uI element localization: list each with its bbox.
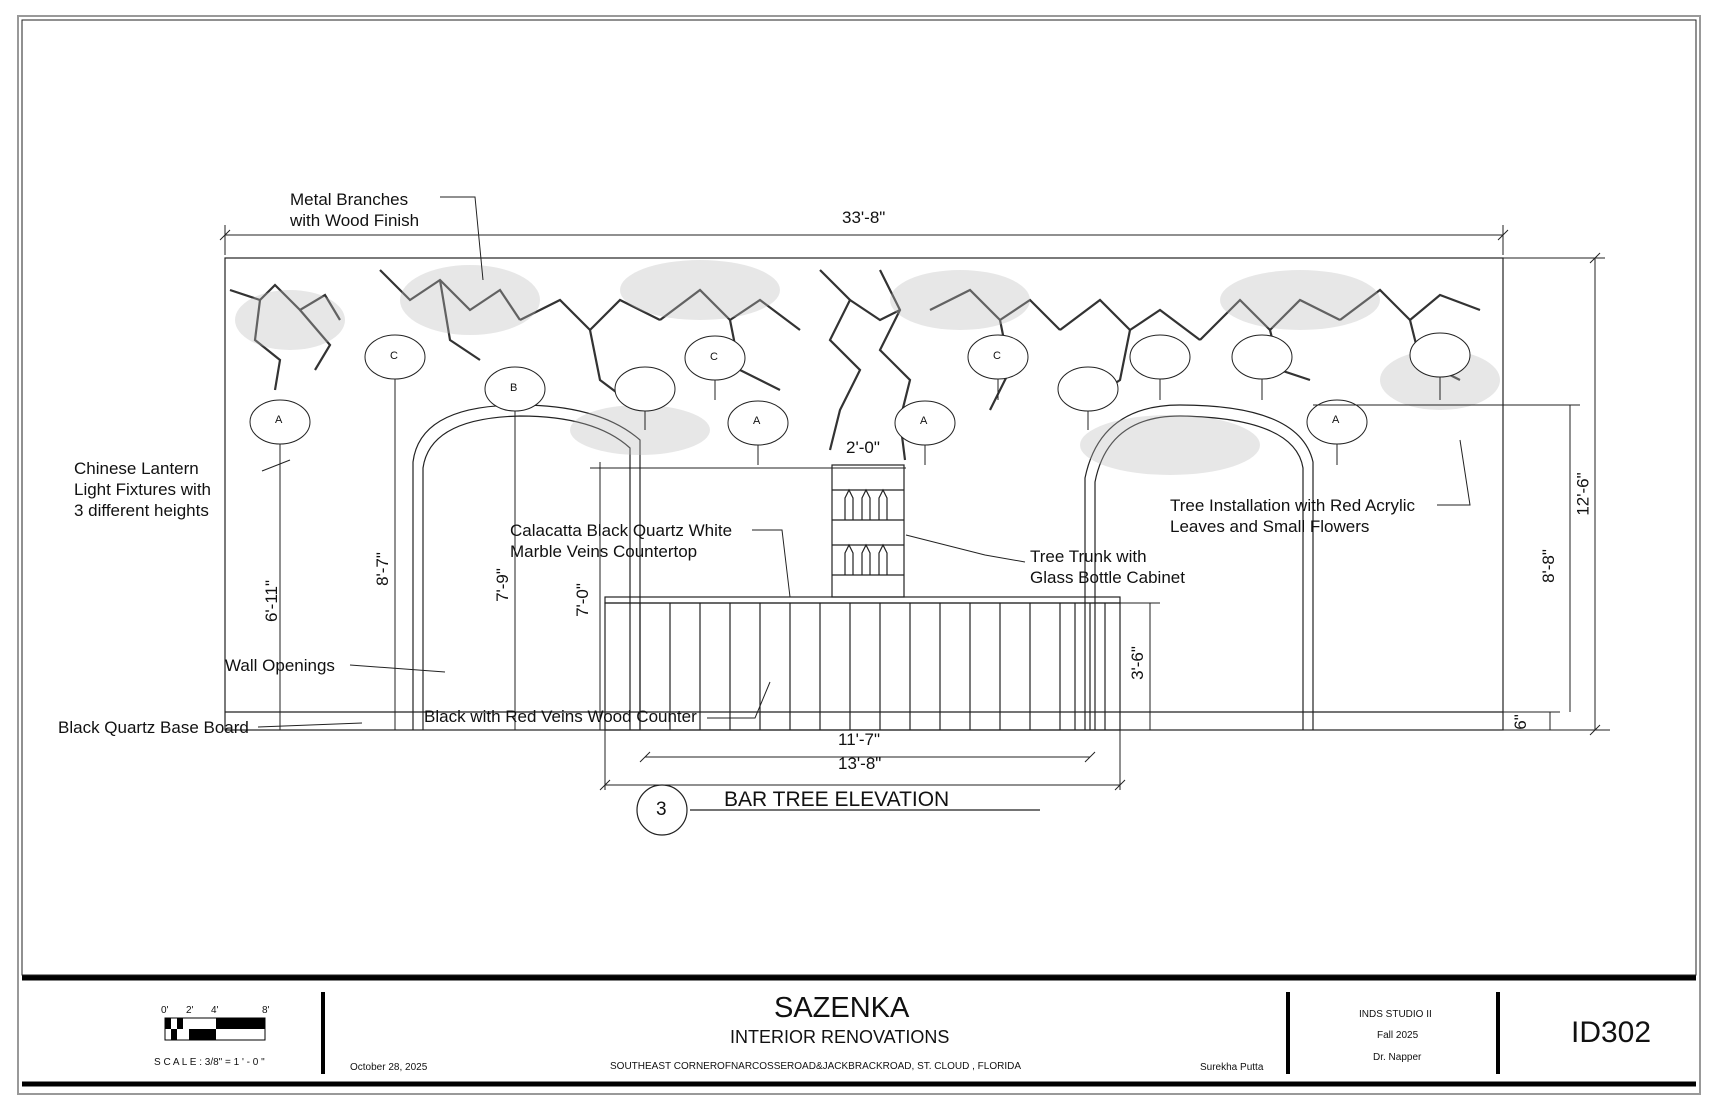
note-calacatta-countertop: Calacatta Black Quartz White Marble Vein… [510, 521, 733, 561]
designer-name: Surekha Putta [1200, 1062, 1264, 1073]
note-tree-installation: Tree Installation with Red Acrylic Leave… [1170, 496, 1416, 536]
project-address: SOUTHEAST CORNEROFNARCOSSEROAD&JACKBRACK… [610, 1061, 1021, 1072]
issue-date: October 28, 2025 [350, 1062, 428, 1073]
lantern-letter-c: C [993, 350, 1001, 362]
scale-label: S C A L E : 3/8" = 1 ' - 0 " [154, 1057, 265, 1068]
metal-branches [229, 269, 1481, 461]
scale-tick-8: 8' [262, 1005, 270, 1016]
project-name: SAZENKA [774, 992, 910, 1024]
leader-lines [257, 196, 1471, 728]
note-metal-branches: Metal Branches with Wood Finish [290, 190, 420, 230]
project-subtitle: INTERIOR RENOVATIONS [730, 1027, 950, 1047]
dim-lantern-b-height: 7'-9" [492, 568, 512, 602]
note-chinese-lantern: Chinese Lantern Light Fixtures with 3 di… [74, 459, 211, 520]
callout-circle [636, 784, 688, 836]
dimension-lines [219, 225, 1610, 791]
dim-total-height: 12'-6" [1573, 472, 1593, 516]
drawing-title: BAR TREE ELEVATION [724, 788, 950, 811]
dim-counter-inner: 11'-7" [838, 730, 881, 749]
dim-counter-outer: 13'-8" [838, 754, 882, 773]
sheet-number: ID302 [1571, 1016, 1652, 1049]
dim-trunk-width: 2'-0" [846, 438, 880, 457]
instructor: Dr. Napper [1373, 1052, 1422, 1063]
lantern-letter-a: A [1332, 414, 1340, 426]
lantern-letter-a: A [275, 414, 283, 426]
lantern-letter-a: A [753, 415, 761, 427]
dim-counter-height: 3'-6" [1127, 646, 1147, 680]
lantern-letter-a: A [920, 415, 928, 427]
note-wood-counter: Black with Red Veins Wood Counter [424, 707, 697, 726]
lanterns [249, 332, 1471, 470]
note-tree-trunk: Tree Trunk with Glass Bottle Cabinet [1030, 547, 1185, 587]
bar-counter [604, 596, 1121, 731]
note-wall-openings: Wall Openings [225, 656, 335, 675]
lantern-letter-c: C [390, 350, 398, 362]
wall-opening-left [412, 404, 641, 730]
course-name: INDS STUDIO II [1359, 1009, 1432, 1020]
callout-number: 3 [656, 799, 667, 820]
term: Fall 2025 [1377, 1030, 1419, 1041]
dim-baseboard: 6" [1510, 714, 1530, 730]
dim-lantern-c-height: 8'-7" [372, 552, 392, 586]
dim-opening-height-right: 8'-8" [1538, 549, 1558, 583]
scale-tick-4: 4' [211, 1005, 219, 1016]
lantern-letter-c: C [710, 351, 718, 363]
dim-overall-width: 33'-8" [842, 208, 886, 227]
graphic-scale [164, 1017, 266, 1041]
note-base-board: Black Quartz Base Board [58, 718, 249, 737]
sheet-border [17, 15, 1701, 1095]
scale-tick-2: 2' [186, 1005, 194, 1016]
elevation [219, 196, 1610, 836]
dim-opening-left-height: 7'-0" [572, 583, 592, 617]
dim-lantern-a-height: 6'-11" [262, 579, 282, 623]
wall-opening-right [1084, 404, 1314, 730]
scale-tick-0: 0' [161, 1005, 169, 1016]
acrylic-leaves [235, 260, 1500, 475]
lantern-letter-b: B [510, 382, 518, 394]
tree-trunk-cabinet [831, 464, 905, 598]
